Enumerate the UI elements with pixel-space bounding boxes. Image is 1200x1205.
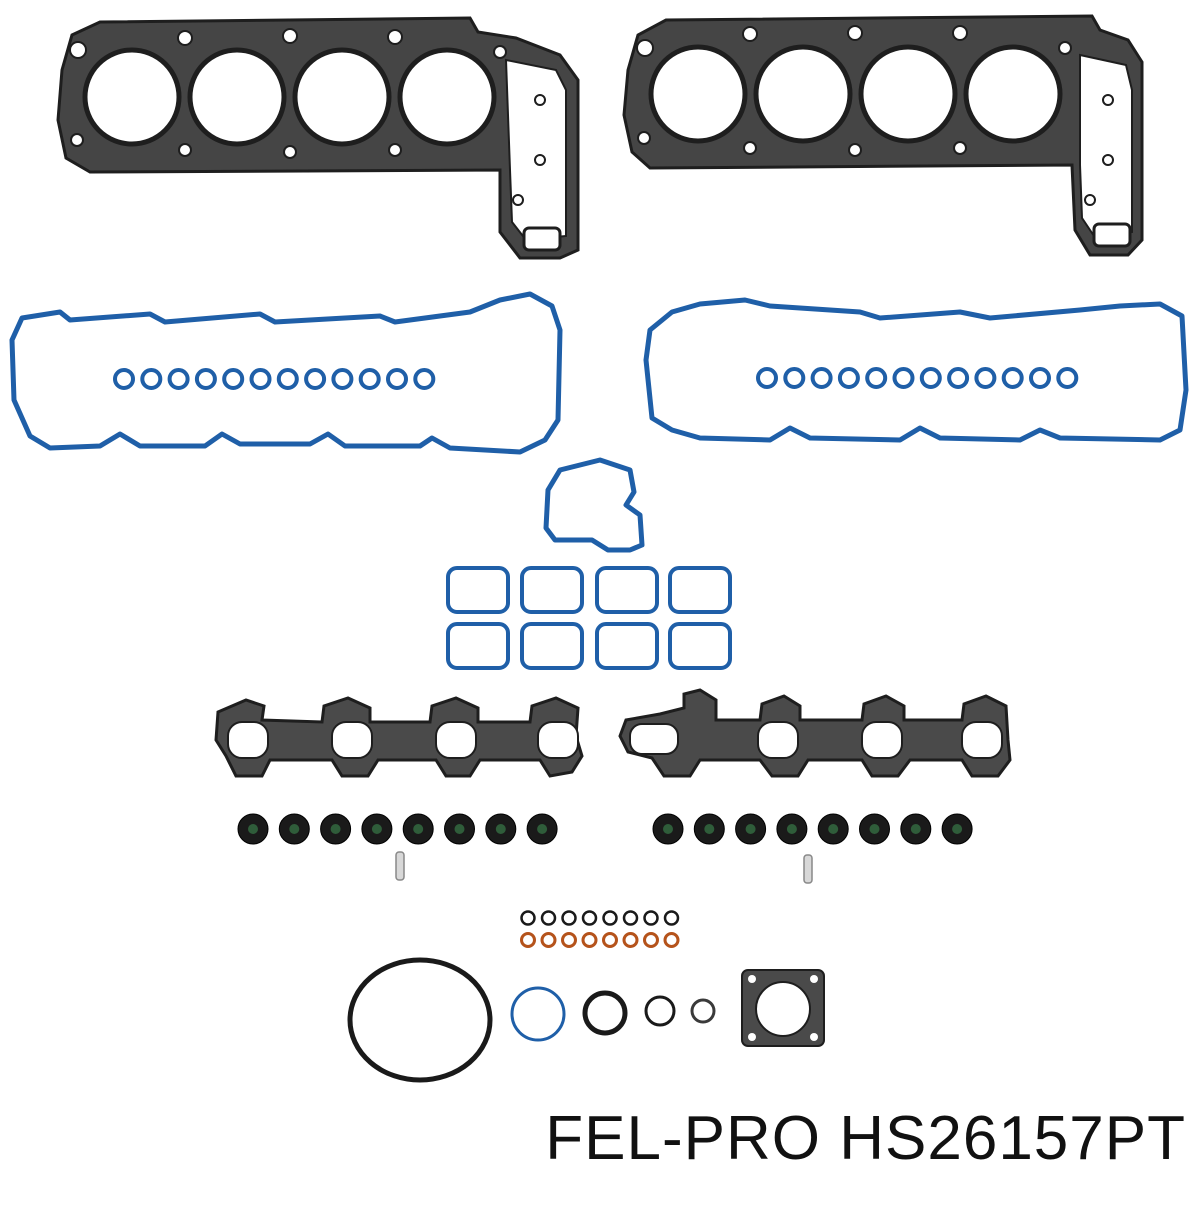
small-o-ring-black	[622, 910, 639, 926]
valve-stem-seal-core	[786, 824, 797, 834]
intake-port-gasket	[520, 566, 584, 614]
tube-seal	[167, 368, 190, 390]
valve-cover-gasket-right	[643, 297, 1189, 443]
spark-plug-tube-seals-left	[113, 368, 436, 390]
small-o-ring-black	[663, 910, 680, 926]
thermostat-housing-gasket	[543, 457, 645, 553]
tube-seal	[1056, 367, 1079, 389]
small-o-ring-orange	[561, 932, 577, 948]
tube-seal	[249, 368, 272, 390]
exhaust-manifold-gasket-left	[214, 696, 584, 778]
valve-stem-seal-core	[745, 824, 756, 834]
tube-seal	[276, 368, 299, 390]
tube-seal	[756, 367, 778, 389]
tube-seal	[1001, 367, 1024, 389]
valve-stem-seal-core	[869, 824, 880, 834]
part-number: HS26157PT	[839, 1104, 1186, 1173]
small-o-ring-orange	[643, 932, 659, 948]
valve-stem-seal-core	[663, 824, 673, 834]
tube-seal	[865, 367, 888, 389]
small-o-ring-orange	[663, 932, 680, 948]
tube-seal	[194, 368, 217, 390]
head-gasket-left	[56, 16, 580, 260]
spark-plug-tube-seals-right	[756, 367, 1079, 389]
tube-seal	[837, 367, 860, 389]
intake-port-gasket	[668, 566, 732, 614]
small-o-ring-orange	[520, 932, 536, 948]
tube-seal	[892, 367, 915, 389]
intake-port-gasket	[595, 566, 659, 614]
valve-stem-seal-core	[330, 824, 341, 834]
tube-seal	[974, 367, 997, 389]
tube-seal	[947, 367, 970, 389]
valve-stem-seal-core	[537, 824, 548, 834]
small-o-ring-black	[561, 910, 577, 926]
tube-seal	[331, 368, 354, 390]
intake-port-gasket	[446, 566, 510, 614]
tube-seal	[358, 368, 381, 390]
small-o-ring-black	[643, 910, 659, 926]
valve-cover-gasket-left	[9, 291, 563, 455]
small-o-ring-black	[602, 910, 618, 926]
valve-stem-seal-core	[828, 824, 839, 834]
product-caption: FEL-PRO HS26157PT	[545, 1108, 1186, 1170]
valve-stem-seal-core	[704, 824, 715, 834]
tube-seal	[413, 368, 436, 390]
intake-port-gasket	[668, 622, 732, 670]
intake-port-gasket	[446, 622, 510, 670]
small-o-ring-orange	[622, 932, 639, 948]
valve-stem-seals	[237, 813, 973, 845]
tube-seal	[1029, 367, 1051, 389]
small-o-ring-black	[540, 910, 557, 926]
valve-stem-seal-core	[371, 824, 382, 834]
tube-seal	[386, 368, 408, 390]
small-o-ring-orange	[581, 932, 598, 948]
tube-seal	[222, 368, 245, 390]
dowel-pins	[395, 851, 813, 884]
intake-port-gasket	[520, 622, 584, 670]
brand-name: FEL-PRO	[545, 1104, 821, 1173]
large-o-rings	[347, 957, 716, 1083]
head-gasket-right	[622, 14, 1144, 257]
valve-stem-seal-core	[289, 824, 300, 834]
valve-stem-seal-core	[454, 824, 465, 834]
throttle-body-gasket	[741, 969, 825, 1047]
small-o-rings	[520, 910, 680, 948]
intake-port-gasket	[595, 622, 659, 670]
tube-seal	[919, 367, 942, 389]
tube-seal	[783, 367, 806, 389]
valve-stem-seal-core	[248, 824, 258, 834]
valve-stem-seal-core	[952, 824, 963, 834]
tube-seal	[113, 368, 135, 390]
tube-seal	[140, 368, 163, 390]
small-o-ring-black	[520, 910, 536, 926]
valve-stem-seal-core	[413, 824, 424, 834]
small-o-ring-orange	[602, 932, 618, 948]
tube-seal	[304, 368, 327, 390]
intake-port-gaskets	[446, 566, 732, 670]
small-o-ring-black	[581, 910, 598, 926]
small-o-ring-orange	[540, 932, 557, 948]
tube-seal	[810, 367, 833, 389]
exhaust-manifold-gasket-right	[618, 688, 1012, 778]
valve-stem-seal-core	[910, 824, 921, 834]
valve-stem-seal-core	[495, 824, 506, 834]
